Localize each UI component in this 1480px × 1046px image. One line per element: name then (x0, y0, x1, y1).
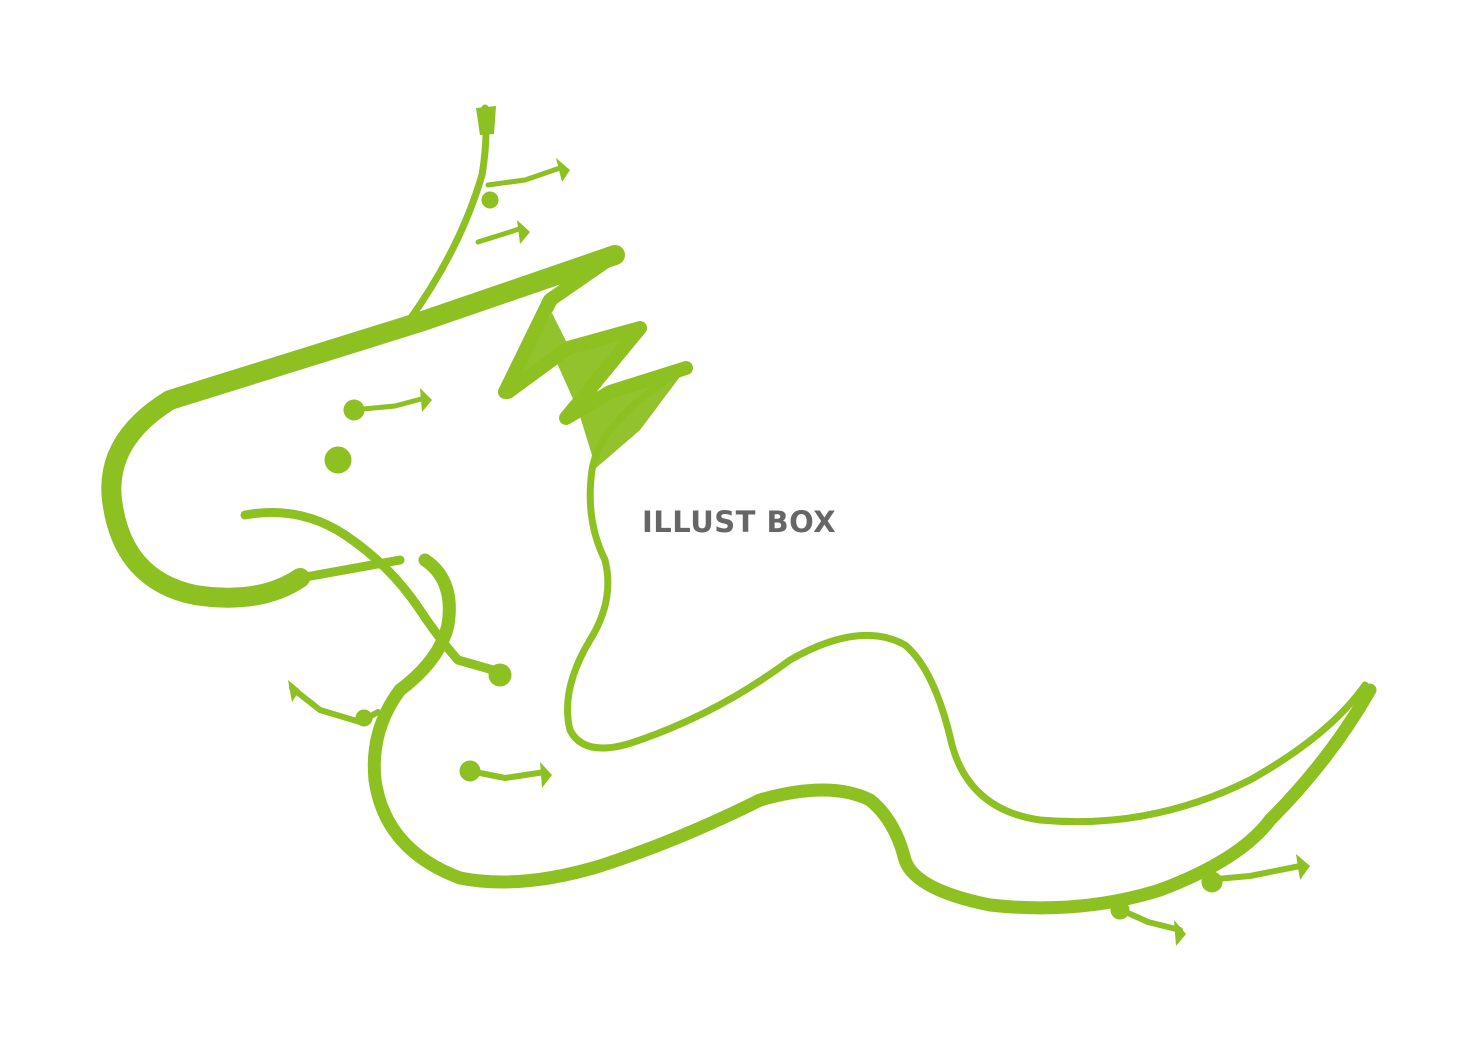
dragon-body (288, 368, 1377, 946)
watermark-text: ILLUST BOX (642, 505, 837, 539)
dragon-head (101, 104, 693, 687)
